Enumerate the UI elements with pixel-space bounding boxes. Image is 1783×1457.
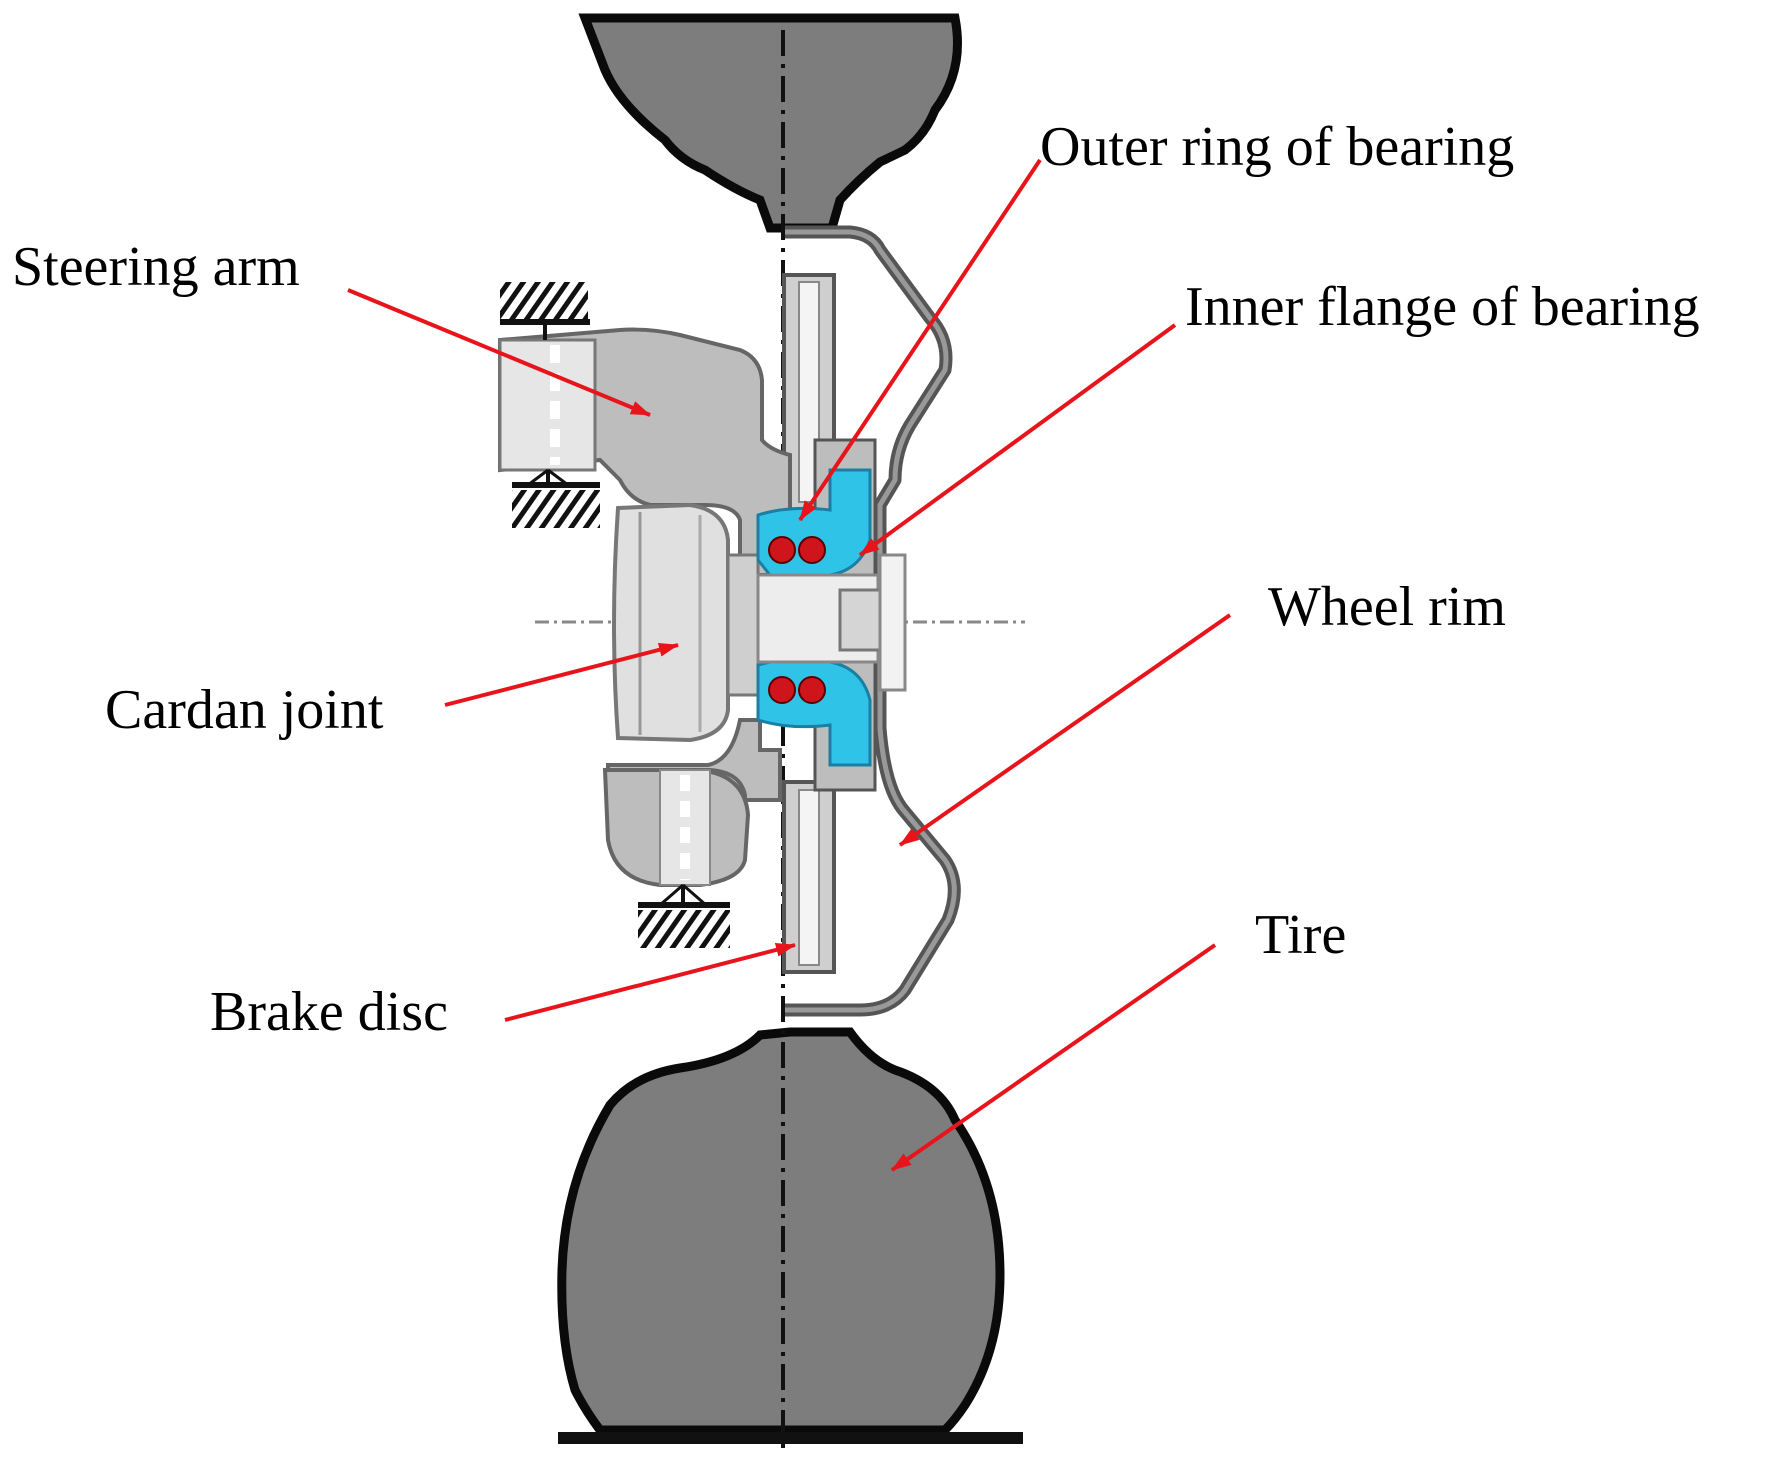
bearing-assembly xyxy=(756,468,907,767)
label-tire: Tire xyxy=(1255,904,1346,966)
tire-top xyxy=(578,13,962,233)
label-brake-disc: Brake disc xyxy=(210,981,448,1043)
arrow-steering-arm xyxy=(347,288,651,417)
arrow-cardan-joint xyxy=(444,642,679,707)
arrow-inner-flange xyxy=(858,323,1177,557)
fixed-support-middle xyxy=(512,468,600,528)
fixed-support-top xyxy=(500,282,590,340)
arrow-wheel-rim xyxy=(898,613,1232,847)
label-steering-arm: Steering arm xyxy=(12,236,300,298)
ground-line xyxy=(558,1432,1023,1444)
steering-arm xyxy=(498,327,792,887)
arrow-tire xyxy=(890,943,1217,1172)
wheel-rim xyxy=(785,225,961,1017)
fixed-support-bottom xyxy=(638,883,730,948)
arrow-brake-disc xyxy=(504,942,796,1022)
tire-bottom xyxy=(557,1027,1005,1435)
label-wheel-rim: Wheel rim xyxy=(1268,576,1506,638)
label-cardan-joint: Cardan joint xyxy=(105,679,384,741)
cardan-joint xyxy=(612,502,760,743)
label-inner-flange: Inner flange of bearing xyxy=(1185,276,1700,338)
label-outer-ring: Outer ring of bearing xyxy=(1040,116,1514,178)
annotation-arrows xyxy=(347,158,1232,1172)
arrow-outer-ring xyxy=(798,158,1042,522)
